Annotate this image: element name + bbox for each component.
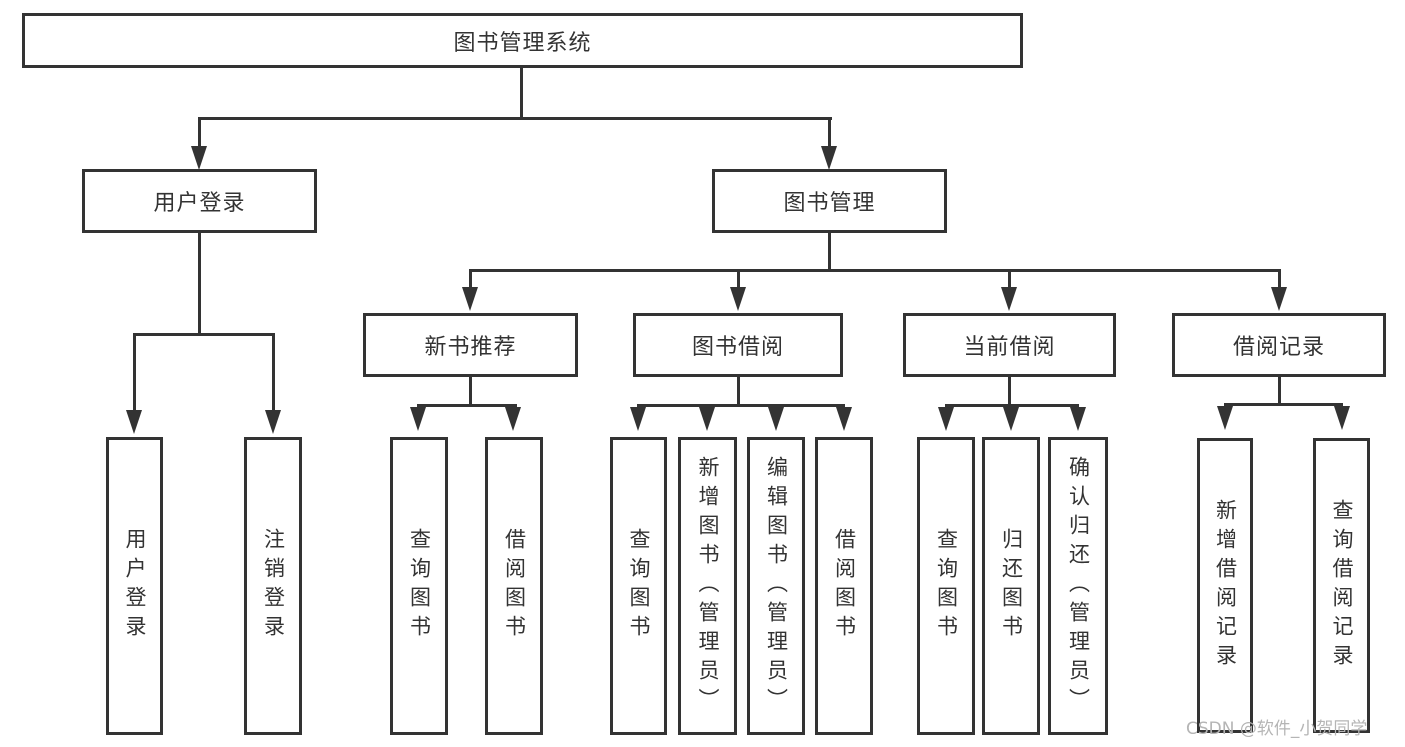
arrow-down-icon [462,287,478,311]
arrow-down-icon [1334,406,1350,430]
connector-level1-rail [198,117,832,120]
node-book-borrowing: 图书借阅 [633,313,843,377]
connector-borrow-records-rail [1224,403,1343,406]
connector-leaf-shaft [737,269,740,289]
connector-leaf-shaft [469,269,472,289]
node-borrow-records-label: 借阅记录 [1232,335,1325,360]
arrow-down-icon [821,146,837,170]
leaf-edit-book-admin: 编辑图书（管理员） [747,437,805,735]
connector-new-book-drop [469,377,472,407]
leaf-confirm-return-admin-label: 确认归还（管理员） [1066,455,1091,717]
node-borrow-records: 借阅记录 [1172,313,1386,377]
arrow-down-icon [126,410,142,434]
arrow-down-icon [505,407,521,431]
connector-leaf-shaft [1008,269,1011,289]
leaf-confirm-return-admin: 确认归还（管理员） [1048,437,1108,735]
csdn-watermark: CSDN @软件_小贺同学 [1186,719,1368,739]
leaf-query-books-current-label: 查询图书 [934,528,959,644]
connector-book-borrow-rail [637,404,845,407]
connector-leaf-shaft [1278,269,1281,289]
connector-book-mgmt-drop [828,233,831,272]
node-book-borrowing-label: 图书借阅 [691,335,784,360]
arrow-down-icon [699,407,715,431]
arrow-down-icon [1003,407,1019,431]
connector-root-drop [520,68,523,120]
leaf-query-borrow-record: 查询借阅记录 [1313,438,1370,733]
connector-book-borrow-drop [737,377,740,407]
node-user-login-label: 用户登录 [153,191,246,216]
leaf-user-login: 用户登录 [106,437,163,735]
leaf-logout-label: 注销登录 [261,528,286,644]
node-current-borrowing: 当前借阅 [903,313,1116,377]
connector-current-borrow-rail [945,404,1079,407]
leaf-query-borrow-record-label: 查询借阅记录 [1330,498,1354,673]
node-library-system: 图书管理系统 [22,13,1023,68]
arrow-down-icon [1001,287,1017,311]
leaf-return-book-label: 归还图书 [999,528,1024,644]
leaf-return-book: 归还图书 [982,437,1040,735]
leaf-add-borrow-record: 新增借阅记录 [1197,438,1253,733]
node-new-book-recommend: 新书推荐 [363,313,578,377]
connector-user-login-drop [198,233,201,336]
leaf-query-books-recommend-label: 查询图书 [407,528,432,644]
node-book-management-label: 图书管理 [783,191,876,216]
arrow-down-icon [191,146,207,170]
leaf-add-book-admin-label: 新增图书（管理员） [696,455,720,717]
connector-user-login-shaft [198,117,201,150]
leaf-edit-book-admin-label: 编辑图书（管理员） [764,455,789,717]
arrow-down-icon [265,410,281,434]
leaf-query-books-recommend: 查询图书 [390,437,448,735]
connector-leaf-shaft [133,333,136,410]
node-new-book-recommend-label: 新书推荐 [424,335,517,360]
arrow-down-icon [1070,407,1086,431]
connector-borrow-records-drop [1278,376,1281,406]
arrow-down-icon [836,407,852,431]
leaf-add-borrow-record-label: 新增借阅记录 [1213,498,1238,673]
connector-leaf-shaft [272,333,275,410]
leaf-query-books-current: 查询图书 [917,437,975,735]
arrow-down-icon [938,407,954,431]
leaf-borrow-books-borrowing: 借阅图书 [815,437,873,735]
node-book-management: 图书管理 [712,169,947,233]
leaf-borrow-books-borrowing-label: 借阅图书 [832,528,857,644]
connector-level2-rail [469,269,1281,272]
leaf-logout: 注销登录 [244,437,302,735]
node-library-system-label: 图书管理系统 [453,30,592,56]
node-current-borrowing-label: 当前借阅 [963,335,1056,360]
arrow-down-icon [1217,406,1233,430]
node-user-login: 用户登录 [82,169,317,233]
connector-book-mgmt-shaft [828,117,831,150]
leaf-user-login-label: 用户登录 [123,528,147,644]
leaf-add-book-admin: 新增图书（管理员） [678,437,737,735]
leaf-query-books-borrowing: 查询图书 [610,437,667,735]
leaf-borrow-books-recommend-label: 借阅图书 [502,528,527,644]
connector-user-login-rail [133,333,275,336]
leaf-query-books-borrowing-label: 查询图书 [627,528,651,644]
leaf-borrow-books-recommend: 借阅图书 [485,437,543,735]
arrow-down-icon [768,407,784,431]
arrow-down-icon [630,407,646,431]
arrow-down-icon [1271,287,1287,311]
connector-current-borrow-drop [1008,377,1011,407]
arrow-down-icon [410,407,426,431]
arrow-down-icon [730,287,746,311]
connector-new-book-rail [417,404,517,407]
